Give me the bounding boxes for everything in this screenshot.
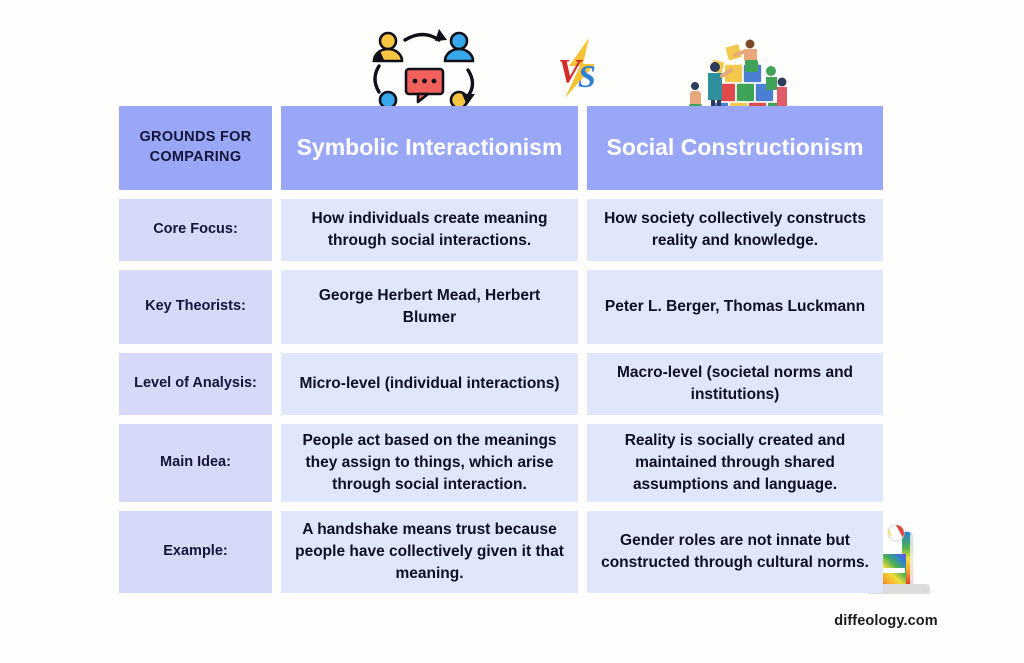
table-row: Main Idea: People act based on the meani… — [119, 424, 883, 502]
row-criteria-label: Level of Analysis: — [119, 353, 272, 415]
table-header-row: GROUNDS FOR COMPARING Symbolic Interacti… — [119, 106, 883, 190]
row-criteria-label: Main Idea: — [119, 424, 272, 502]
header-criteria-label: GROUNDS FOR COMPARING — [119, 106, 272, 190]
row-value-column-b: Reality is socially created and maintain… — [587, 424, 883, 502]
row-criteria-label: Example: — [119, 511, 272, 593]
row-criteria-label: Key Theorists: — [119, 270, 272, 344]
versus-v-letter: V — [558, 53, 583, 90]
header-column-social-constructionism: Social Constructionism — [587, 106, 883, 190]
comparison-table: GROUNDS FOR COMPARING Symbolic Interacti… — [119, 106, 883, 593]
header-column-symbolic-interactionism: Symbolic Interactionism — [281, 106, 578, 190]
versus-icon: V S — [558, 38, 596, 98]
site-watermark: diffeology.com — [834, 613, 938, 629]
versus-s-letter: S — [578, 58, 596, 94]
row-criteria-label: Core Focus: — [119, 199, 272, 261]
row-value-column-b: Gender roles are not innate but construc… — [587, 511, 883, 593]
table-row: Key Theorists: George Herbert Mead, Herb… — [119, 270, 883, 344]
row-value-column-a: How individuals create meaning through s… — [281, 199, 578, 261]
row-value-column-b: Peter L. Berger, Thomas Luckmann — [587, 270, 883, 344]
people-building-puzzle-icon — [689, 39, 789, 115]
row-value-column-a: George Herbert Mead, Herbert Blumer — [281, 270, 578, 344]
row-value-column-b: Macro-level (societal norms and institut… — [587, 353, 883, 415]
row-value-column-a: Micro-level (individual interactions) — [281, 353, 578, 415]
row-value-column-a: People act based on the meanings they as… — [281, 424, 578, 502]
table-row: Level of Analysis: Micro-level (individu… — [119, 353, 883, 415]
row-value-column-a: A handshake means trust because people h… — [281, 511, 578, 593]
row-value-column-b: How society collectively constructs real… — [587, 199, 883, 261]
table-row: Core Focus: How individuals create meani… — [119, 199, 883, 261]
table-row: Example: A handshake means trust because… — [119, 511, 883, 593]
